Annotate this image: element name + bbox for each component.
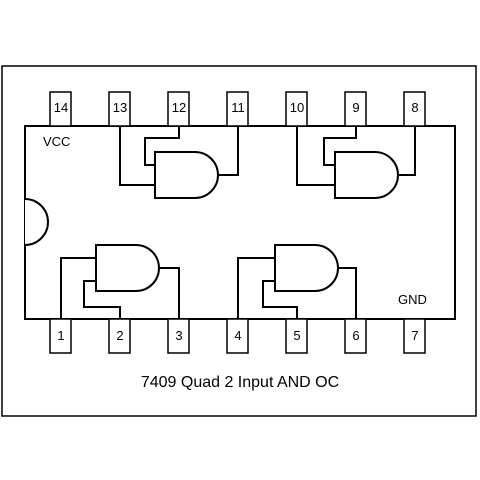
and-gate-bottom-left: [60, 244, 180, 319]
and-gate-symbol: [334, 151, 399, 199]
and-gate-symbol: [95, 244, 160, 292]
wire-pin10: [296, 126, 335, 186]
wire-pin4: [237, 257, 275, 319]
chip-body: [24, 125, 456, 320]
pin-label-9: 9: [352, 100, 359, 115]
pin-label-5: 5: [293, 328, 300, 343]
pin-14: [49, 91, 72, 127]
wire-pin5: [262, 280, 298, 319]
outer-frame: [1, 65, 477, 417]
pin-label-12: 12: [172, 100, 186, 115]
wire-pin12: [144, 126, 180, 166]
wire-pin13: [119, 126, 155, 186]
pin-label-1: 1: [57, 328, 64, 343]
pin-label-8: 8: [411, 100, 418, 115]
wire-pin11: [218, 126, 239, 176]
pin-label-4: 4: [234, 328, 241, 343]
top-pin-row: [49, 91, 426, 127]
bottom-pin-row: [49, 318, 426, 354]
wire-pin3: [159, 267, 180, 319]
pin-label-2: 2: [116, 328, 123, 343]
wire-pin2: [83, 280, 121, 319]
and-gate-top-left: [119, 126, 239, 199]
pin-label-10: 10: [290, 100, 304, 115]
pin-label-6: 6: [352, 328, 359, 343]
wire-pin1: [60, 257, 96, 319]
pin-label-11: 11: [231, 100, 245, 115]
vcc-label: VCC: [43, 134, 70, 149]
diagram-caption: 7409 Quad 2 Input AND OC: [141, 374, 339, 391]
orientation-notch: [24, 198, 49, 246]
wire-pin9: [323, 126, 357, 166]
pin-label-13: 13: [113, 100, 127, 115]
pin-label-7: 7: [411, 328, 418, 343]
wire-pin8: [398, 126, 416, 176]
and-gate-top-right: [296, 126, 416, 199]
pin-label-14: 14: [54, 100, 68, 115]
wire-pin6: [338, 267, 357, 319]
and-gate-symbol: [154, 151, 219, 199]
pin-7: [403, 318, 426, 354]
gnd-label: GND: [398, 292, 427, 307]
and-gate-bottom-right: [237, 244, 357, 319]
pin-label-3: 3: [175, 328, 182, 343]
and-gate-symbol: [274, 244, 339, 292]
